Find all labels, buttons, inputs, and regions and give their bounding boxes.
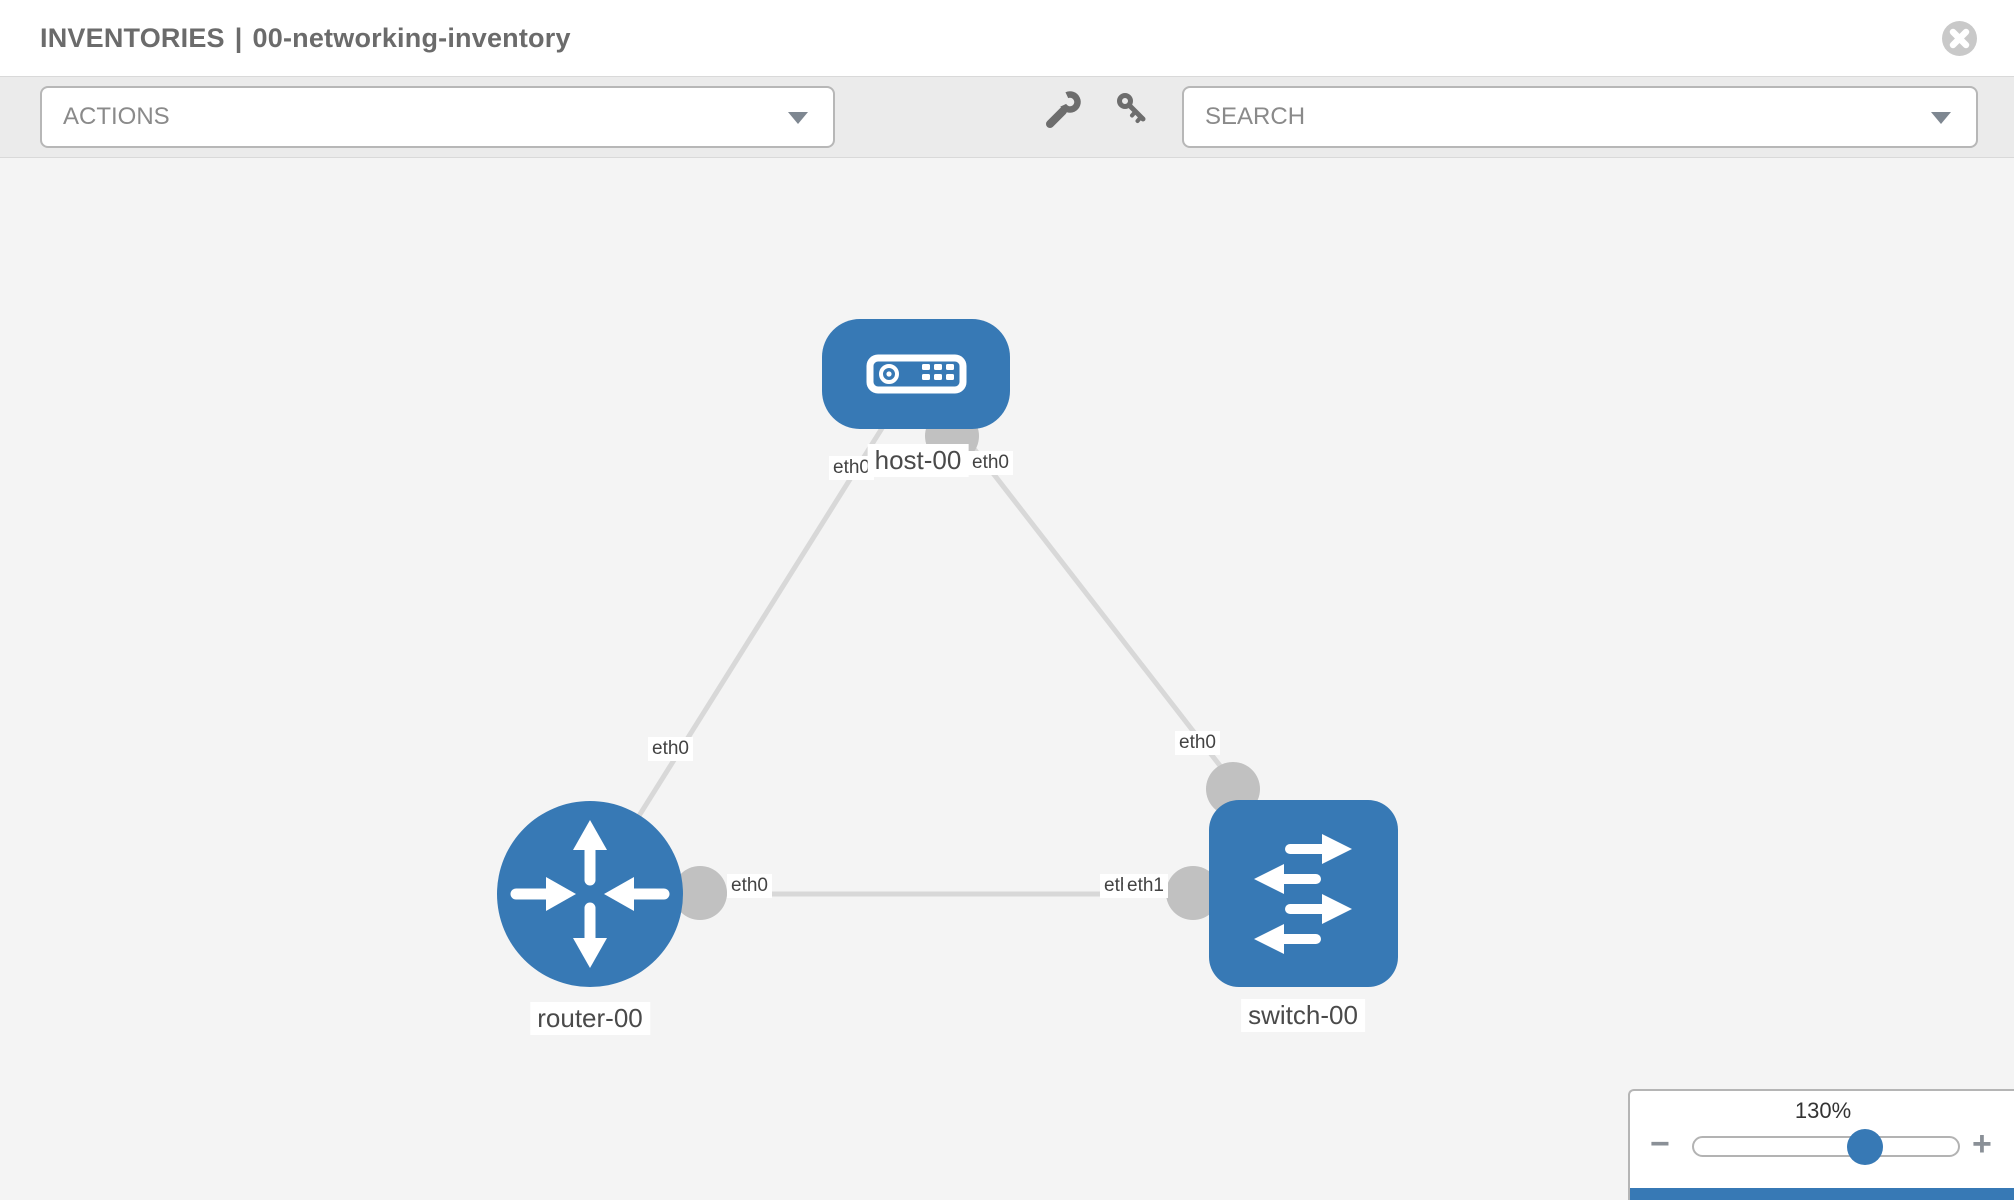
switch-icon xyxy=(1254,834,1352,954)
interface-endpoint[interactable] xyxy=(1166,866,1220,920)
node-switch-00[interactable] xyxy=(1209,800,1398,987)
close-icon xyxy=(1949,28,1970,48)
close-button[interactable] xyxy=(1942,20,1977,56)
interface-label: eth0 xyxy=(727,874,772,898)
zoom-in-button[interactable]: + xyxy=(1972,1125,1992,1163)
node-label-router-00[interactable]: router-00 xyxy=(530,1002,650,1035)
page-title-separator: | xyxy=(234,22,243,53)
chevron-down-icon xyxy=(1931,112,1951,124)
page-title-section: INVENTORIES xyxy=(40,22,225,53)
key-icon xyxy=(1117,93,1146,123)
zoom-out-button[interactable]: − xyxy=(1650,1125,1670,1163)
configure-network-button[interactable] xyxy=(1042,88,1086,132)
topology-canvas[interactable]: eth0 eth0 eth0 eth0 eth0 eth0 eth1 host-… xyxy=(0,158,2014,1200)
chevron-down-icon xyxy=(788,112,808,124)
header: INVENTORIES | 00-networking-inventory xyxy=(0,0,2014,76)
zoom-slider-handle[interactable] xyxy=(1847,1129,1883,1165)
zoom-level-value: 130% xyxy=(1794,1098,1852,1123)
node-label-switch-00[interactable]: switch-00 xyxy=(1241,999,1365,1032)
interface-endpoint[interactable] xyxy=(673,866,727,920)
page-title-inventory-name: 00-networking-inventory xyxy=(252,22,571,53)
page-title: INVENTORIES | 00-networking-inventory xyxy=(40,23,571,54)
search-dropdown[interactable]: SEARCH xyxy=(1182,86,1978,148)
wrench-icon xyxy=(1046,91,1081,128)
interface-label: eth0 xyxy=(829,456,874,480)
interface-label: eth1 xyxy=(1123,874,1168,898)
interface-label: eth0 xyxy=(968,451,1013,475)
zoom-slider-track[interactable] xyxy=(1692,1129,1960,1165)
interface-label: eth0 xyxy=(648,737,693,761)
node-host-00[interactable] xyxy=(822,319,1010,429)
actions-dropdown-label: ACTIONS xyxy=(63,103,170,130)
credentials-button[interactable] xyxy=(1112,88,1156,132)
toolbar: ACTIONS SEARCH xyxy=(0,76,2014,158)
actions-dropdown[interactable]: ACTIONS xyxy=(40,86,835,148)
interface-label: eth0 xyxy=(1175,731,1220,755)
topology-svg xyxy=(497,319,1398,987)
node-router-00[interactable] xyxy=(497,801,683,987)
node-label-host-00[interactable]: host-00 xyxy=(867,444,969,477)
zoom-panel-footer-bar xyxy=(1630,1188,2014,1200)
router-icon xyxy=(510,820,670,968)
host-icon xyxy=(866,354,967,394)
zoom-panel: 130% − + xyxy=(1628,1089,2014,1200)
search-placeholder: SEARCH xyxy=(1205,103,1306,130)
